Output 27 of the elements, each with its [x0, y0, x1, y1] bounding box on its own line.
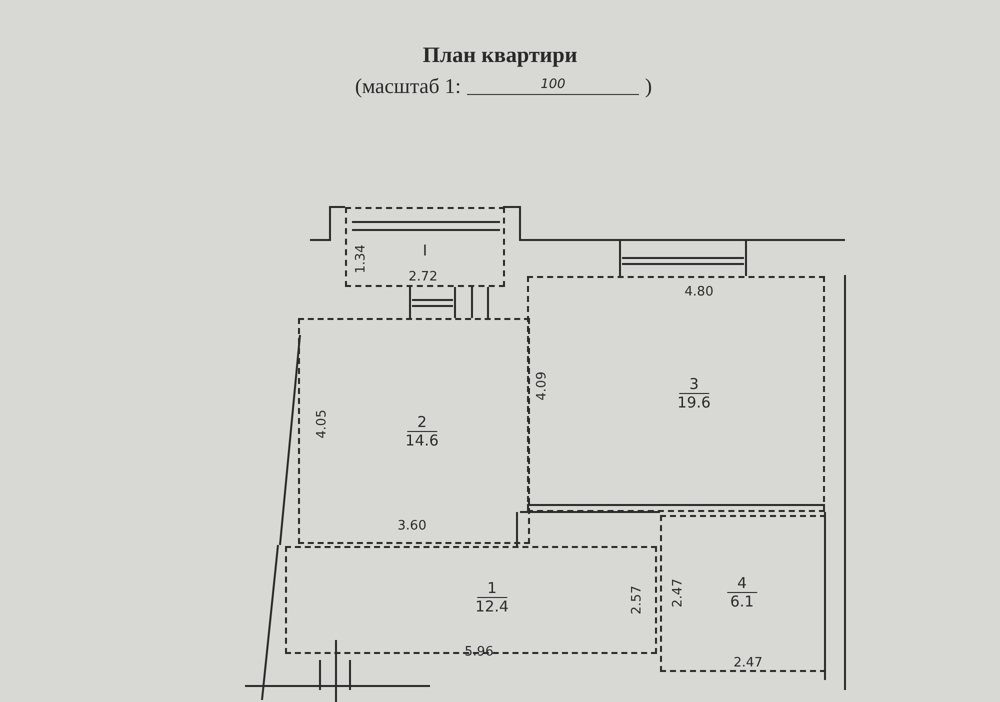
dimension-label: 2.47	[734, 656, 762, 670]
plan-title: План квартири	[422, 42, 578, 68]
dimension-label: 4.09	[534, 372, 550, 400]
room-area: 12.4	[465, 598, 519, 616]
scale-text: (масштаб 1:	[355, 74, 461, 99]
room-area: 19.6	[667, 394, 721, 412]
dimension-label: 2.57	[630, 586, 644, 614]
dimension-label: 2.72	[408, 270, 438, 284]
room-number: 4	[727, 575, 757, 593]
scale-text: )	[644, 74, 652, 99]
room-outline	[660, 515, 826, 672]
room-area: 14.6	[395, 432, 449, 450]
dimension-label: 4.05	[314, 410, 330, 438]
dimension-label: 3.60	[398, 518, 426, 534]
room-area: I	[412, 242, 438, 260]
room-area: 6.1	[720, 594, 764, 610]
room-number: 2	[407, 414, 437, 432]
dimension-label: 2.47	[670, 578, 686, 608]
room-outline	[345, 207, 505, 287]
room-number: 1	[477, 580, 507, 598]
dimension-label: 4.80	[684, 284, 714, 300]
room-outline	[527, 276, 825, 512]
room-number: 3	[679, 376, 709, 394]
dimension-label: 1.34	[354, 244, 368, 274]
room-outline	[285, 546, 657, 654]
room-outline	[298, 318, 530, 544]
scale-value: 100	[466, 76, 639, 95]
